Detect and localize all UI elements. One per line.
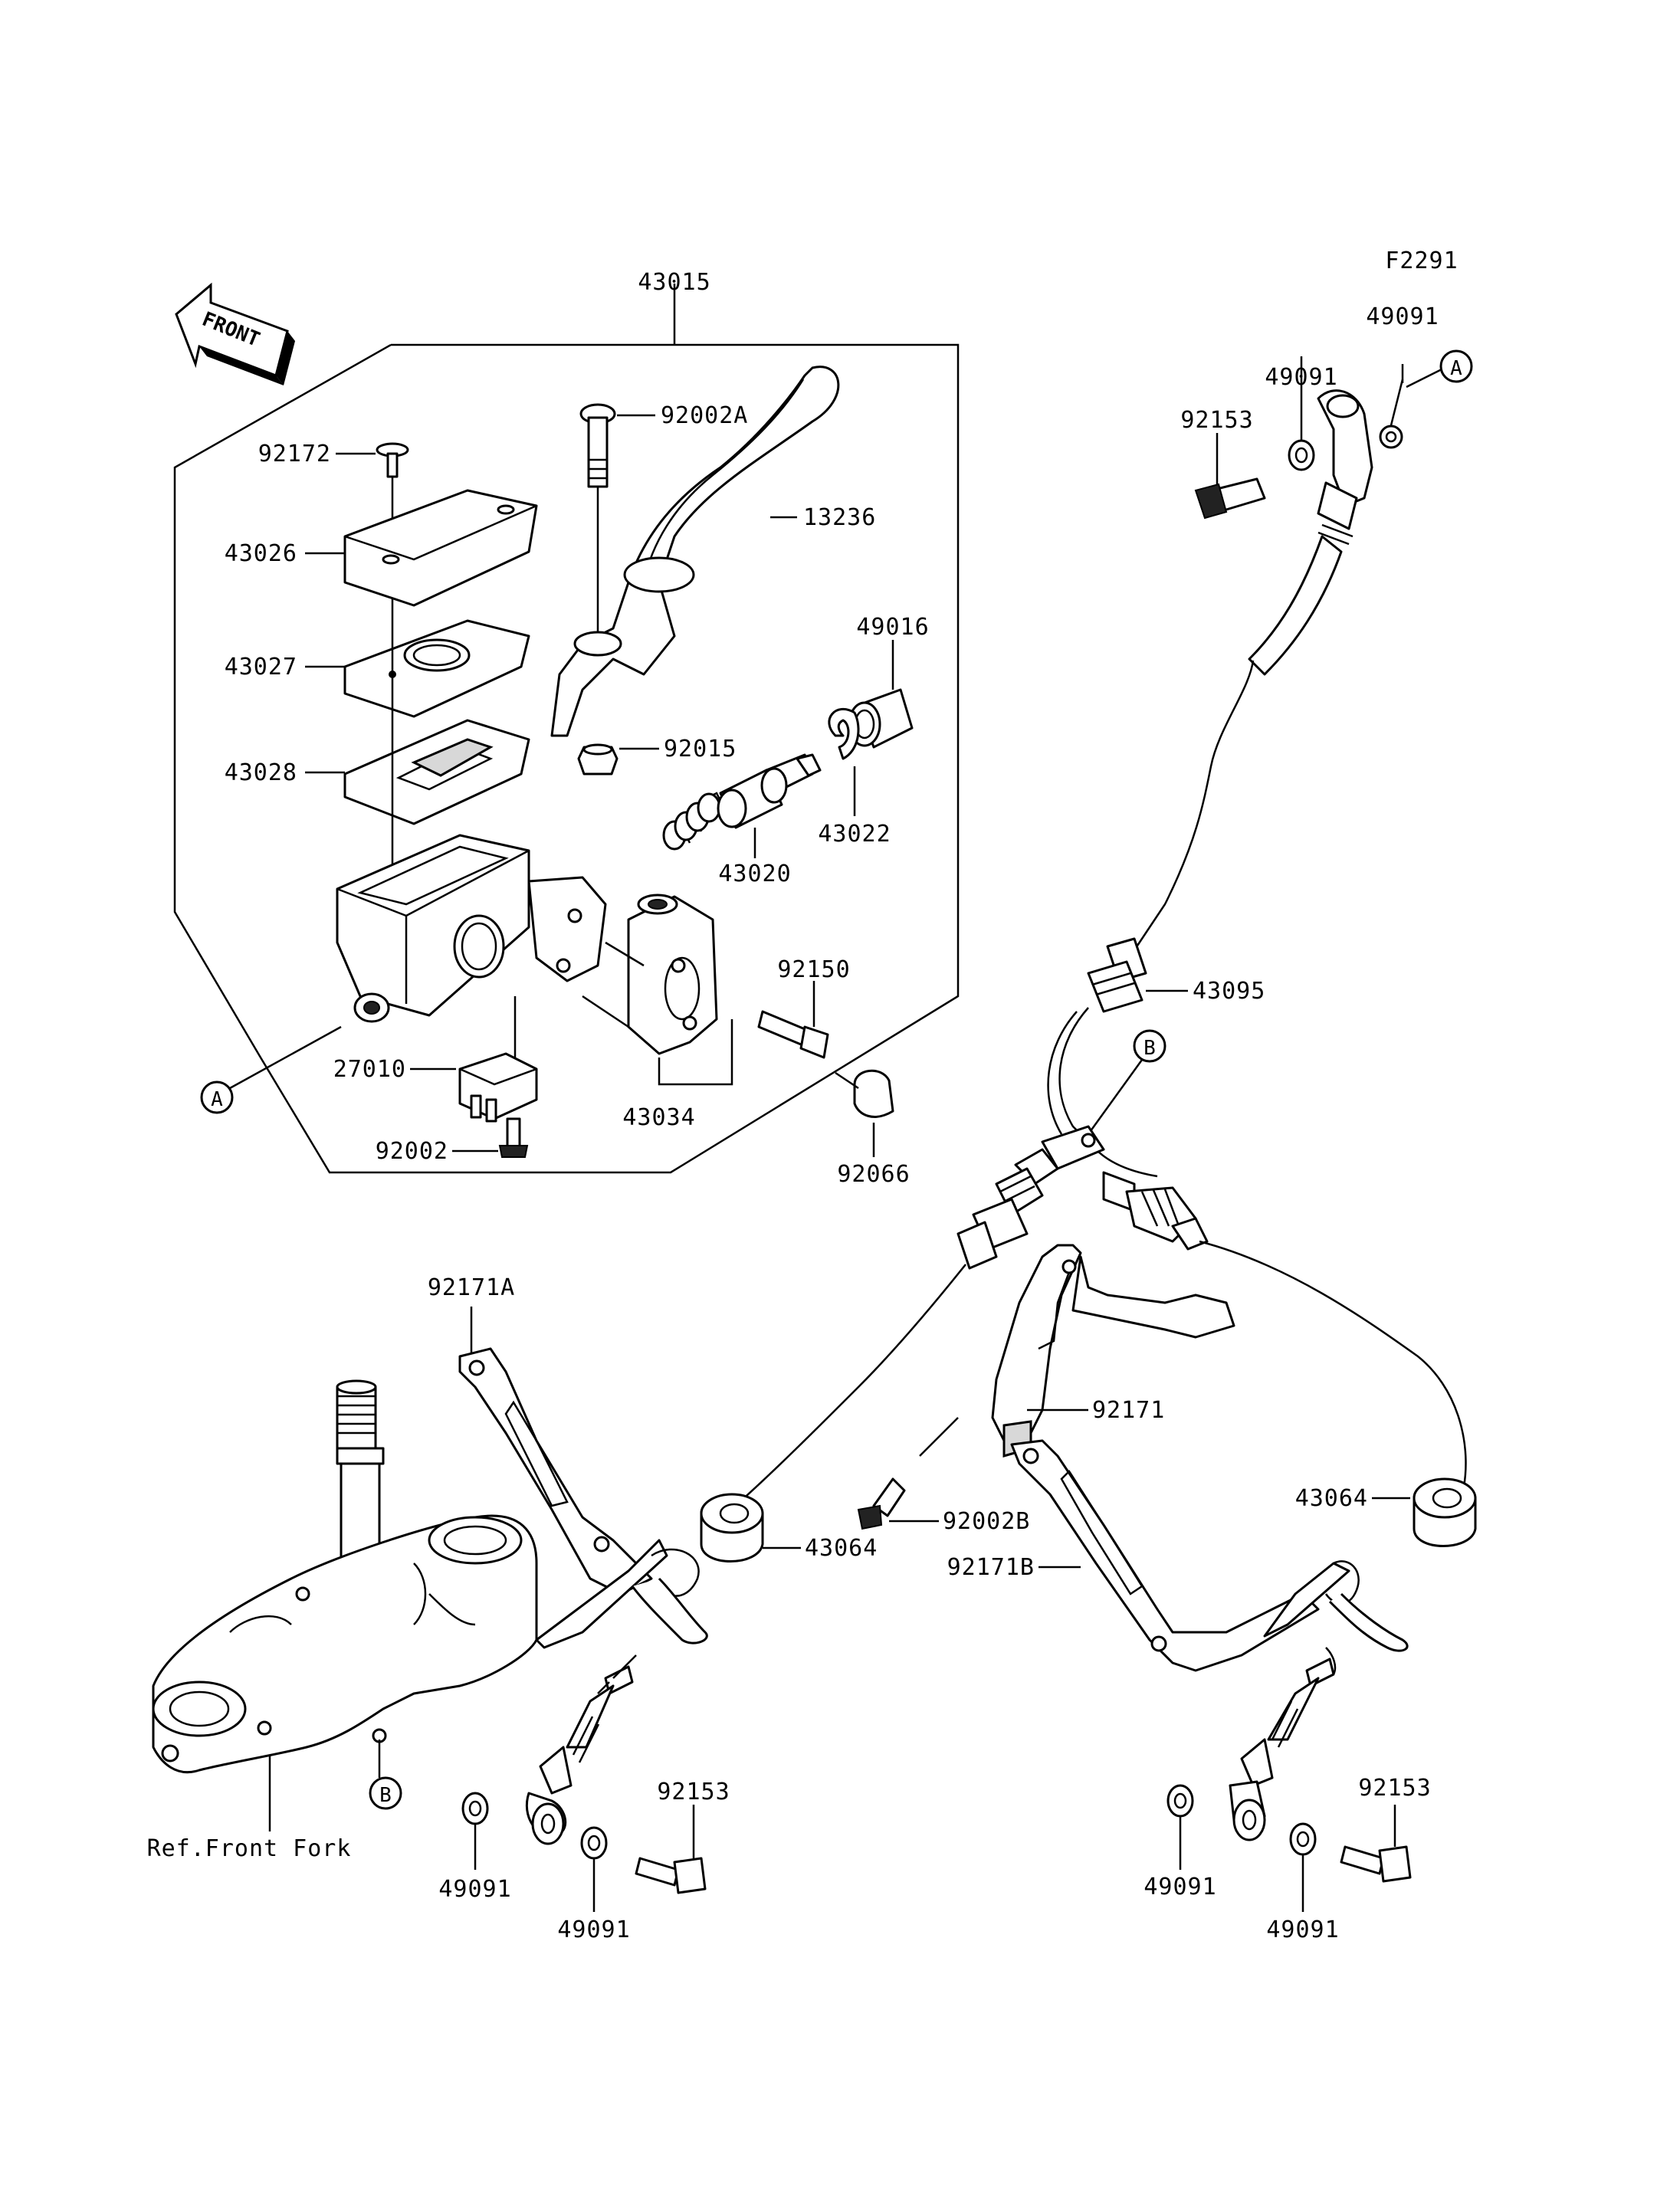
label-92150: 92150 [777, 956, 850, 983]
label-49091-bottom-right-b: 49091 [1266, 1917, 1339, 1943]
label-92002B: 92002B [943, 1508, 1030, 1535]
label-43064-right: 43064 [1295, 1485, 1368, 1512]
callout-b-fork-letter: B [379, 1784, 392, 1807]
bracket-92171A: 92171A [428, 1274, 708, 1649]
figure-code: F2291 [1385, 248, 1458, 274]
label-49091-top-right: 49091 [1366, 303, 1439, 330]
label-92153-bottom-right: 92153 [1358, 1775, 1431, 1802]
label-43095: 43095 [1193, 978, 1265, 1005]
label-49091-bottom-right-a: 49091 [1144, 1874, 1216, 1900]
label-92015: 92015 [664, 736, 737, 762]
circlip-43022: 43022 [818, 707, 891, 848]
label-49091-bottom-left-a: 49091 [438, 1876, 511, 1903]
label-43020: 43020 [718, 861, 791, 887]
label-43034: 43034 [622, 1104, 695, 1131]
label-43015: 43015 [638, 269, 710, 296]
grommet-43064-left: 43064 [700, 1493, 878, 1562]
label-43027: 43027 [225, 654, 297, 680]
diaphragm-plate-43027: 43027 [225, 619, 530, 718]
callout-a-left: A [200, 1080, 234, 1114]
clamp-43034: 43034 [582, 894, 733, 1131]
bracket-92171B: 92171B [947, 1439, 1409, 1672]
label-92172: 92172 [258, 441, 331, 467]
lower-left-banjo [525, 1654, 637, 1845]
callout-b-top-letter: B [1144, 1037, 1156, 1060]
dust-boot-49016: 49016 [848, 614, 929, 749]
cap-92066: 92066 [835, 1069, 910, 1188]
label-43026: 43026 [225, 540, 297, 567]
label-27010: 27010 [333, 1056, 406, 1083]
label-43028: 43028 [225, 759, 297, 786]
clamp-bolt-92150: 92150 [757, 956, 850, 1059]
label-92066: 92066 [837, 1161, 910, 1188]
screw-92172: 92172 [258, 441, 409, 575]
front-direction-arrow: FRONT [175, 282, 295, 385]
label-49016: 49016 [856, 614, 929, 641]
label-92002A: 92002A [661, 402, 748, 429]
lever-pivot-bolt-92002A: 92002A [579, 402, 748, 667]
diaphragm-43028: 43028 [225, 719, 530, 825]
brake-light-switch-27010: 27010 [333, 996, 538, 1123]
label-92002: 92002 [376, 1138, 448, 1165]
bracket-92171: 92171 [991, 1244, 1235, 1458]
brake-lever-13236: 13236 [550, 366, 876, 737]
upper-banjo-assembly: 49091 A 49091 92153 [1133, 303, 1473, 951]
brake-hose-43095: 43095 [1047, 937, 1265, 1178]
lower-left-hardware: 49091 49091 92153 [438, 1779, 730, 1943]
label-49091-bottom-left-b: 49091 [557, 1917, 630, 1943]
label-92171B: 92171B [947, 1554, 1035, 1581]
switch-screw-92002: 92002 [376, 1117, 529, 1165]
pivot-nut-92015: 92015 [577, 736, 737, 776]
label-43022: 43022 [818, 821, 891, 848]
lower-right-hardware: 49091 49091 92153 [1144, 1775, 1431, 1943]
reservoir-cap-43026: 43026 [225, 489, 538, 607]
grommet-43064-right: 43064 [1295, 1477, 1477, 1547]
callout-a-left-letter: A [211, 1088, 223, 1111]
label-92153-bottom-left: 92153 [657, 1779, 730, 1805]
label-43064-left: 43064 [805, 1535, 878, 1562]
piston-kit-43020: 43020 [662, 753, 822, 887]
master-cylinder-body [229, 834, 607, 1090]
label-92153-top: 92153 [1180, 407, 1253, 434]
label-92171: 92171 [1092, 1397, 1165, 1424]
hose-joint [956, 1125, 1209, 1270]
label-49091-top-mid: 49091 [1265, 364, 1337, 391]
callout-a-top-letter: A [1450, 357, 1462, 380]
label-92171A: 92171A [428, 1274, 515, 1301]
label-ref-front-fork: Ref.Front Fork [147, 1835, 352, 1862]
lower-right-banjo [1229, 1647, 1337, 1841]
steering-stem: Ref.Front Fork [147, 1379, 538, 1862]
assembly-outline: 43015 [173, 269, 960, 1174]
callout-b-fork: B [369, 1776, 402, 1810]
label-13236: 13236 [803, 504, 876, 531]
bolt-92002B: 92002B [857, 1417, 1030, 1535]
callout-b-top: B [1087, 1029, 1166, 1135]
